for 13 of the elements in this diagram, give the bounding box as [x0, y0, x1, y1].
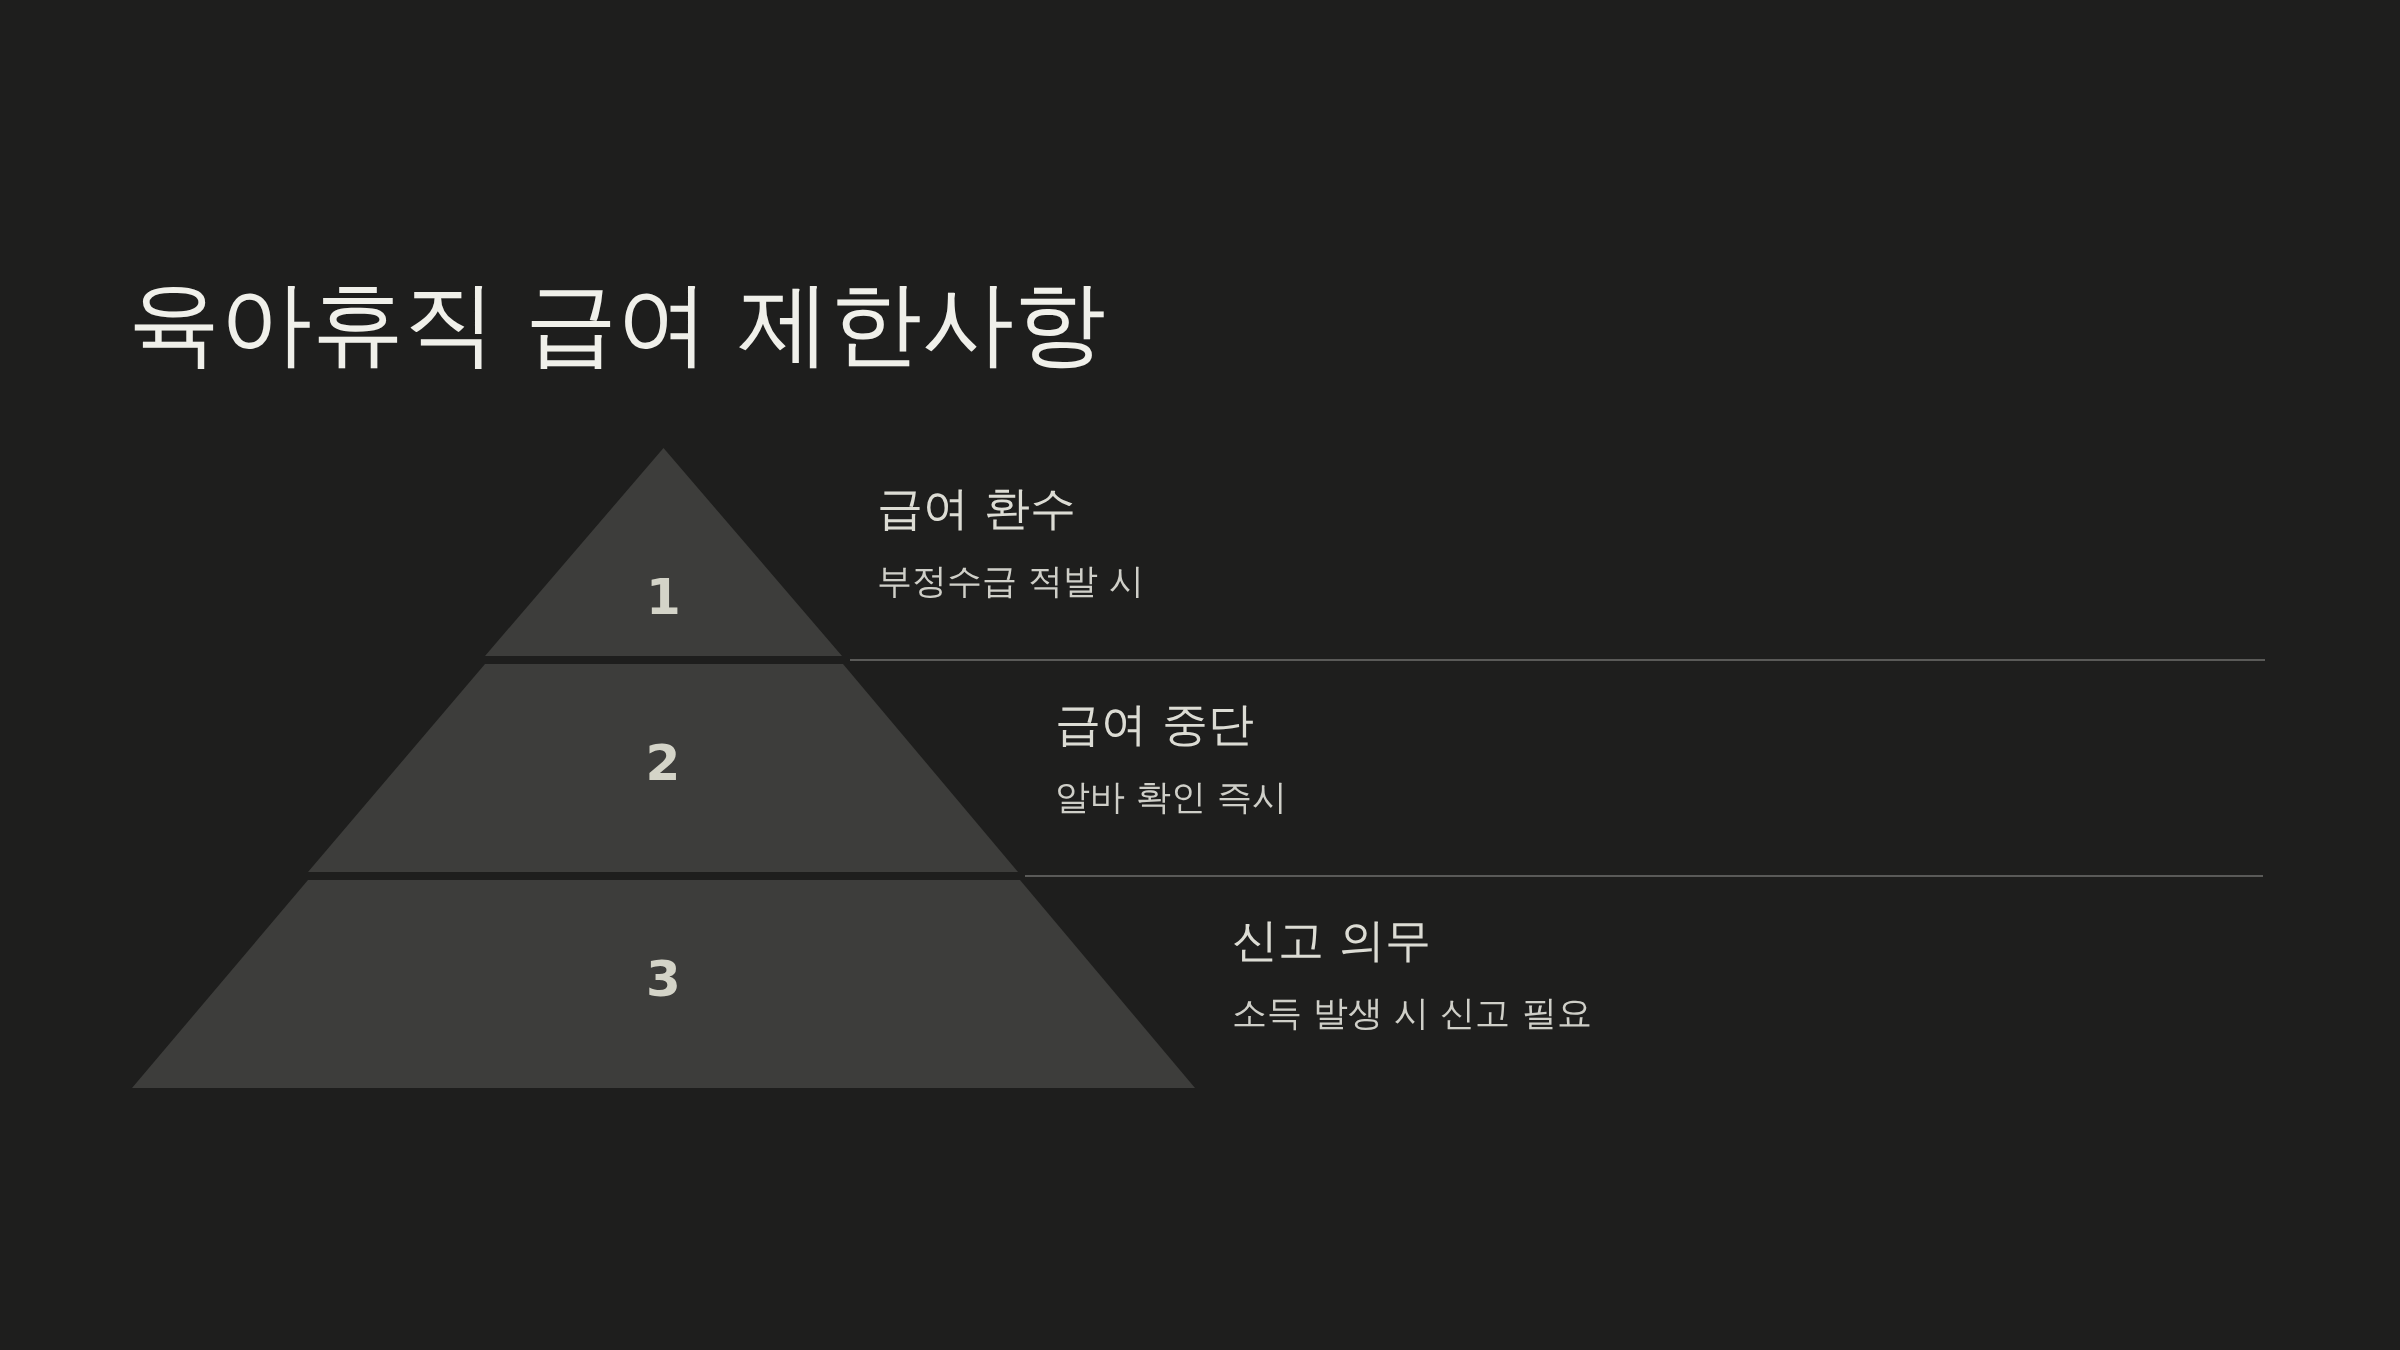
- tier-heading: 급여 중단: [1055, 696, 1254, 753]
- tier-description: 알바 확인 즉시: [1055, 776, 1288, 819]
- pyramid-tier: [132, 880, 1195, 1088]
- tier-number: 2: [644, 734, 682, 792]
- tier-description: 부정수급 적발 시: [877, 560, 1145, 603]
- tier-number: 1: [645, 568, 682, 626]
- tier-number: 3: [645, 950, 682, 1008]
- tier-heading: 급여 환수: [877, 480, 1076, 537]
- title: 육아휴직 급여 제한사항: [128, 269, 1107, 379]
- pyramid-tier: [308, 664, 1018, 872]
- tier-heading: 신고 의무: [1232, 912, 1431, 969]
- pyramid-tier: [485, 448, 842, 656]
- tier-description: 소득 발생 시 신고 필요: [1232, 992, 1592, 1035]
